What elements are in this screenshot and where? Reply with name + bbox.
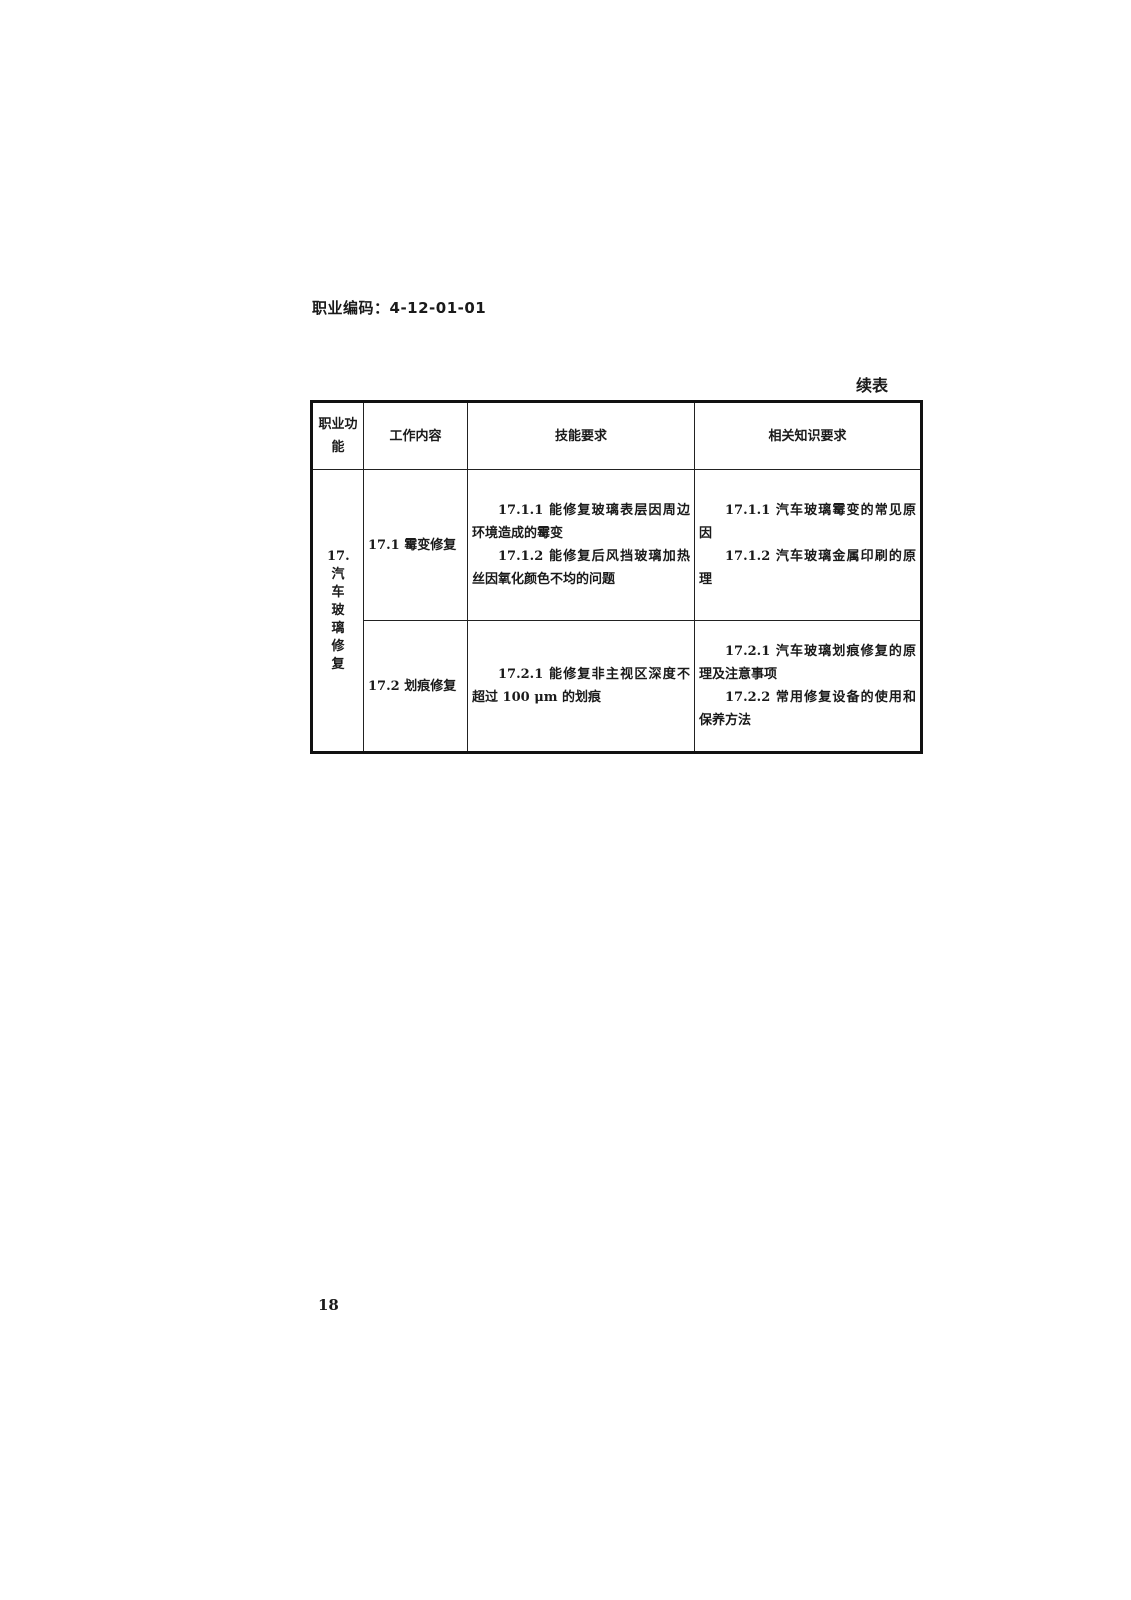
function-char: 玻 xyxy=(331,602,345,618)
table-row: 17. 汽 车 玻 璃 修 复 17.1 霉变修复 17.1.1 能修复玻璃表层… xyxy=(311,469,922,753)
function-char: 复 xyxy=(331,656,345,672)
continued-table-label: 续表 xyxy=(856,376,889,395)
header-function: 职业功能 xyxy=(311,401,364,470)
table-header-row: 职业功能 工作内容 技能要求 相关知识要求 xyxy=(311,401,922,470)
knowledge-item: 17.2.1 汽车玻璃划痕修复的原理及注意事项 xyxy=(699,644,916,682)
header-content: 工作内容 xyxy=(363,401,468,470)
knowledge-item: 17.2.2 常用修复设备的使用和保养方法 xyxy=(699,690,916,728)
knowledge-item: 17.1.1 汽车玻璃霉变的常见原因 xyxy=(699,503,916,541)
knowledge-item: 17.1.2 汽车玻璃金属印刷的原理 xyxy=(699,549,916,587)
page-number: 18 xyxy=(318,1296,339,1314)
function-char: 修 xyxy=(331,638,345,654)
header-knowledge: 相关知识要求 xyxy=(694,401,922,470)
content-cell: 17.1 霉变修复 xyxy=(363,469,468,621)
skills-cell: 17.1.1 能修复玻璃表层因周边环境造成的霉变 17.1.2 能修复后风挡玻璃… xyxy=(467,469,695,621)
header-skills: 技能要求 xyxy=(467,401,695,470)
table-row: 17.2 划痕修复 17.2.1 能修复非主视区深度不超过 100 μm 的划痕… xyxy=(312,620,922,753)
function-char: 车 xyxy=(331,584,345,600)
function-number: 17. xyxy=(327,548,350,564)
skills-cell: 17.2.1 能修复非主视区深度不超过 100 μm 的划痕 xyxy=(467,620,695,753)
function-char: 汽 xyxy=(331,566,345,582)
skill-item: 17.2.1 能修复非主视区深度不超过 100 μm 的划痕 xyxy=(472,667,690,705)
content-cell: 17.2 划痕修复 xyxy=(363,620,468,753)
function-cell: 17. 汽 车 玻 璃 修 复 xyxy=(311,469,364,753)
function-char: 璃 xyxy=(331,620,345,636)
knowledge-cell: 17.2.1 汽车玻璃划痕修复的原理及注意事项 17.2.2 常用修复设备的使用… xyxy=(694,620,922,753)
skill-item: 17.1.2 能修复后风挡玻璃加热丝因氧化颜色不均的问题 xyxy=(472,549,690,587)
occupation-code: 职业编码：4-12-01-01 xyxy=(312,299,487,317)
knowledge-cell: 17.1.1 汽车玻璃霉变的常见原因 17.1.2 汽车玻璃金属印刷的原理 xyxy=(694,469,922,621)
skill-item: 17.1.1 能修复玻璃表层因周边环境造成的霉变 xyxy=(472,503,690,541)
skills-standard-table: 职业功能 工作内容 技能要求 相关知识要求 17. 汽 车 玻 璃 修 复 xyxy=(310,400,923,754)
